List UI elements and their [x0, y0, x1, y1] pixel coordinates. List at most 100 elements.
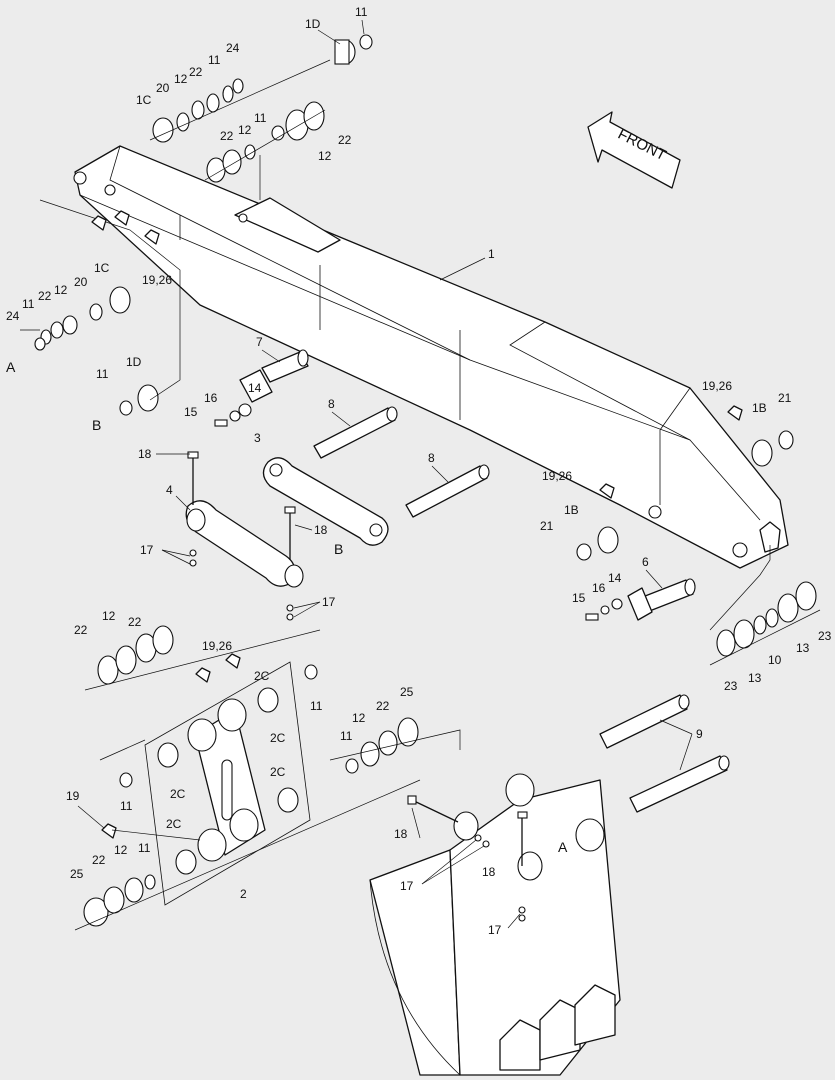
label-2c-c: 2C — [170, 787, 186, 801]
left-washer-stack — [20, 199, 181, 416]
label-13a: 13 — [796, 641, 810, 655]
grease-fittings-top — [91, 210, 160, 245]
label-11-top2: 11 — [208, 53, 221, 67]
label-2c-e: 2C — [254, 669, 270, 683]
label-3: 3 — [254, 431, 261, 445]
label-17b: 17 — [322, 595, 336, 609]
label-14: 14 — [248, 381, 262, 395]
label-16: 16 — [204, 391, 218, 405]
label-12-top3: 12 — [318, 149, 332, 163]
label-12-left: 12 — [54, 283, 68, 297]
label-22-m1: 22 — [74, 623, 88, 637]
label-2: 2 — [240, 887, 247, 901]
label-22-b: 22 — [92, 853, 106, 867]
label-22-left: 22 — [38, 289, 52, 303]
label-22-m3: 22 — [376, 699, 390, 713]
label-24-left: 24 — [6, 309, 20, 323]
label-1b-top: 1B — [752, 401, 767, 415]
link-2-washers — [74, 625, 461, 931]
label-23b: 23 — [724, 679, 738, 693]
label-6: 6 — [642, 555, 649, 569]
label-19-26-a: 19,26 — [142, 273, 172, 287]
label-a-bot: A — [558, 839, 568, 855]
pin-9-lower — [629, 755, 730, 813]
label-8b: 8 — [428, 451, 435, 465]
label-4: 4 — [166, 483, 173, 497]
label-11-left: 11 — [22, 297, 35, 311]
pin-8-lower — [405, 464, 490, 518]
label-15b: 15 — [572, 591, 586, 605]
label-22-m2: 22 — [128, 615, 142, 629]
link-4 — [185, 500, 304, 588]
bucket — [369, 773, 621, 1076]
label-1d-top: 1D — [305, 17, 321, 31]
label-16b: 16 — [592, 581, 606, 595]
label-2c-a: 2C — [270, 731, 286, 745]
label-21-mid: 21 — [540, 519, 554, 533]
label-20-top: 20 — [156, 81, 170, 95]
label-10: 10 — [768, 653, 782, 667]
label-11-top: 11 — [355, 5, 368, 19]
front-arrow: FRONT — [587, 111, 681, 189]
label-13b: 13 — [748, 671, 762, 685]
label-8a: 8 — [328, 397, 335, 411]
label-11-m3: 11 — [340, 729, 353, 743]
label-1c-left: 1C — [94, 261, 110, 275]
label-12-m2: 12 — [352, 711, 366, 725]
label-11-top3: 11 — [254, 111, 267, 125]
pin-8-upper — [313, 406, 398, 459]
leader-lines — [77, 19, 693, 929]
label-23a: 23 — [818, 629, 832, 643]
label-12-b: 12 — [114, 843, 128, 857]
label-17d: 17 — [488, 923, 502, 937]
callout-labels: 1 1D 11 1C 20 12 22 11 24 22 12 11 12 22… — [6, 5, 832, 937]
label-25-a: 25 — [400, 685, 414, 699]
label-19-26-b: 19,26 — [702, 379, 732, 393]
label-b-left: B — [92, 417, 101, 433]
label-11-m1: 11 — [310, 699, 323, 713]
label-12-top2: 12 — [238, 123, 252, 137]
label-25-b: 25 — [70, 867, 84, 881]
link-3 — [262, 457, 389, 546]
label-19-26-d: 19,26 — [202, 639, 232, 653]
label-22-top2: 22 — [220, 129, 234, 143]
label-2c-d: 2C — [166, 817, 182, 831]
label-b-mid: B — [334, 541, 343, 557]
label-9: 9 — [696, 727, 703, 741]
top-washer-stack — [149, 34, 373, 200]
label-1b-mid: 1B — [564, 503, 579, 517]
label-17c: 17 — [400, 879, 414, 893]
label-a-left: A — [6, 359, 16, 375]
label-21-top: 21 — [778, 391, 792, 405]
label-14b: 14 — [608, 571, 622, 585]
label-1: 1 — [488, 247, 495, 261]
arm-part-1 — [73, 145, 789, 569]
label-11-m2: 11 — [120, 799, 133, 813]
label-24-top: 24 — [226, 41, 240, 55]
pin-7 — [214, 349, 309, 427]
label-12-m1: 12 — [102, 609, 116, 623]
label-22-top3: 22 — [338, 133, 352, 147]
label-20-left: 20 — [74, 275, 88, 289]
label-18a: 18 — [138, 447, 152, 461]
label-17a: 17 — [140, 543, 154, 557]
label-19-26-c: 19,26 — [542, 469, 572, 483]
bolts-18-upper — [187, 451, 296, 621]
label-18d: 18 — [482, 865, 496, 879]
label-11-m4: 11 — [138, 841, 151, 855]
pin-9-upper — [599, 694, 690, 749]
label-12-top1: 12 — [174, 72, 188, 86]
label-2c-b: 2C — [270, 765, 286, 779]
label-19: 19 — [66, 789, 80, 803]
label-15: 15 — [184, 405, 198, 419]
label-1d-left: 1D — [126, 355, 142, 369]
label-11-left2: 11 — [96, 367, 109, 381]
label-7: 7 — [256, 335, 263, 349]
label-22-top1: 22 — [189, 65, 203, 79]
label-18b: 18 — [314, 523, 328, 537]
label-18c: 18 — [394, 827, 408, 841]
link-2 — [101, 653, 311, 906]
right-side-parts — [576, 405, 821, 666]
label-1c-top: 1C — [136, 93, 152, 107]
